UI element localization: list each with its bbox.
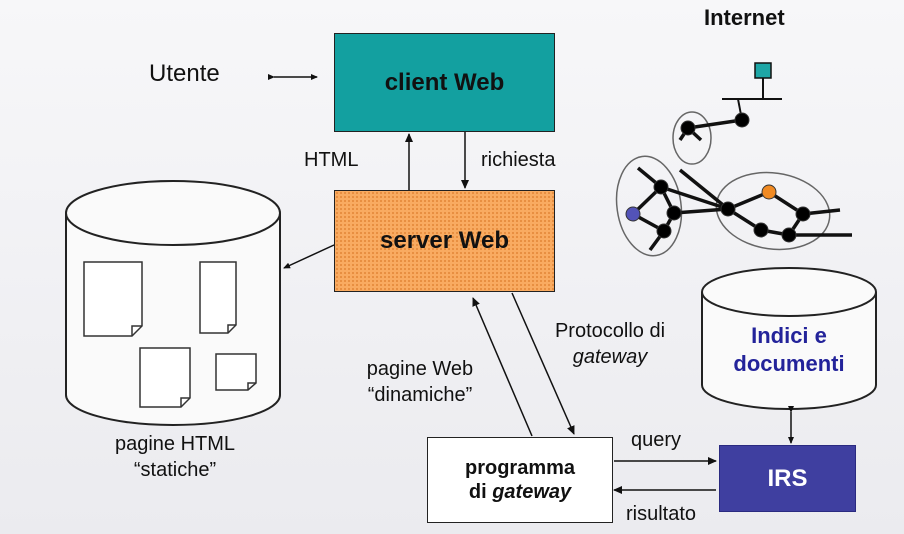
query-label: query (631, 429, 682, 451)
gateway-protocol-arrow (511, 292, 575, 435)
index-cylinder (701, 267, 877, 410)
gateway-protocol-line2: gateway (572, 346, 648, 368)
internet-network (615, 62, 852, 257)
document-icon-1 (83, 261, 143, 337)
server-web-label: server Web (380, 227, 509, 254)
irs-box: IRS (719, 445, 856, 512)
gateway-protocol-line1: Protocollo di (554, 320, 666, 342)
index-label: Indici e documenti (714, 322, 864, 378)
gateway-program-italic: gateway (492, 481, 572, 503)
dynamic-pages-line2: “dinamiche” (367, 384, 473, 406)
static-pages-label: pagine HTML “statiche” (90, 431, 260, 483)
index-line1: Indici e (751, 323, 827, 348)
gateway-program-line2: di gateway (468, 481, 572, 503)
static-pages-line2: “statiche” (133, 459, 217, 481)
document-icon-3 (139, 347, 191, 408)
request-label: richiesta (481, 149, 556, 171)
irs-label: IRS (767, 464, 808, 492)
client-web-label: client Web (384, 68, 505, 96)
document-icon-2 (199, 261, 237, 334)
server-web-box: server Web (334, 190, 555, 292)
static-pages-cylinder (65, 180, 281, 426)
gateway-program-line1: programma (464, 457, 576, 479)
gateway-protocol-label: Protocollo di gateway (540, 318, 680, 370)
internet-title: Internet (704, 5, 785, 30)
index-line2: documenti (733, 351, 845, 376)
result-label: risultato (626, 503, 697, 525)
dynamic-pages-label: pagine Web “dinamiche” (345, 356, 495, 408)
dynamic-pages-arrow (472, 297, 533, 437)
document-icon-4 (215, 353, 257, 391)
terminal-icon (754, 62, 772, 79)
server-storage-arrow (283, 239, 341, 269)
gateway-program-box: programma di gateway (427, 437, 613, 523)
static-pages-line1: pagine HTML (114, 433, 236, 455)
user-label: Utente (149, 60, 220, 87)
html-label: HTML (304, 149, 359, 171)
dynamic-pages-line1: pagine Web (366, 358, 474, 380)
client-web-box: client Web (334, 33, 555, 132)
